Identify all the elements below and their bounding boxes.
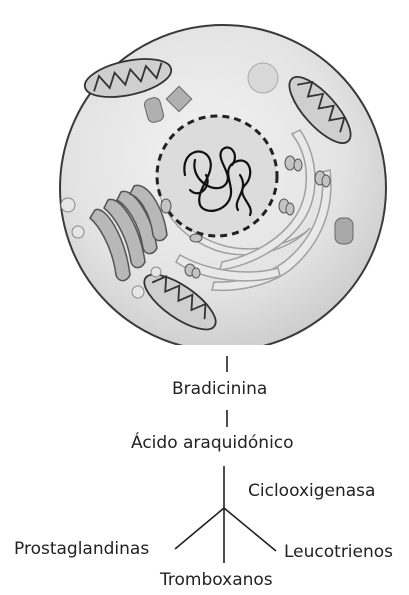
- connector-prostaglandinas: [175, 508, 224, 549]
- label-leucotrienos: Leucotrienos: [284, 542, 393, 562]
- label-ciclooxigenasa: Ciclooxigenasa: [248, 481, 375, 501]
- connector-leucotrienos: [224, 508, 276, 551]
- label-tromboxanos: Tromboxanos: [160, 570, 273, 590]
- label-bradicinina: Bradicinina: [172, 379, 267, 399]
- label-acido-araquidonico: Ácido araquidónico: [131, 433, 294, 453]
- label-prostaglandinas: Prostaglandinas: [14, 539, 149, 559]
